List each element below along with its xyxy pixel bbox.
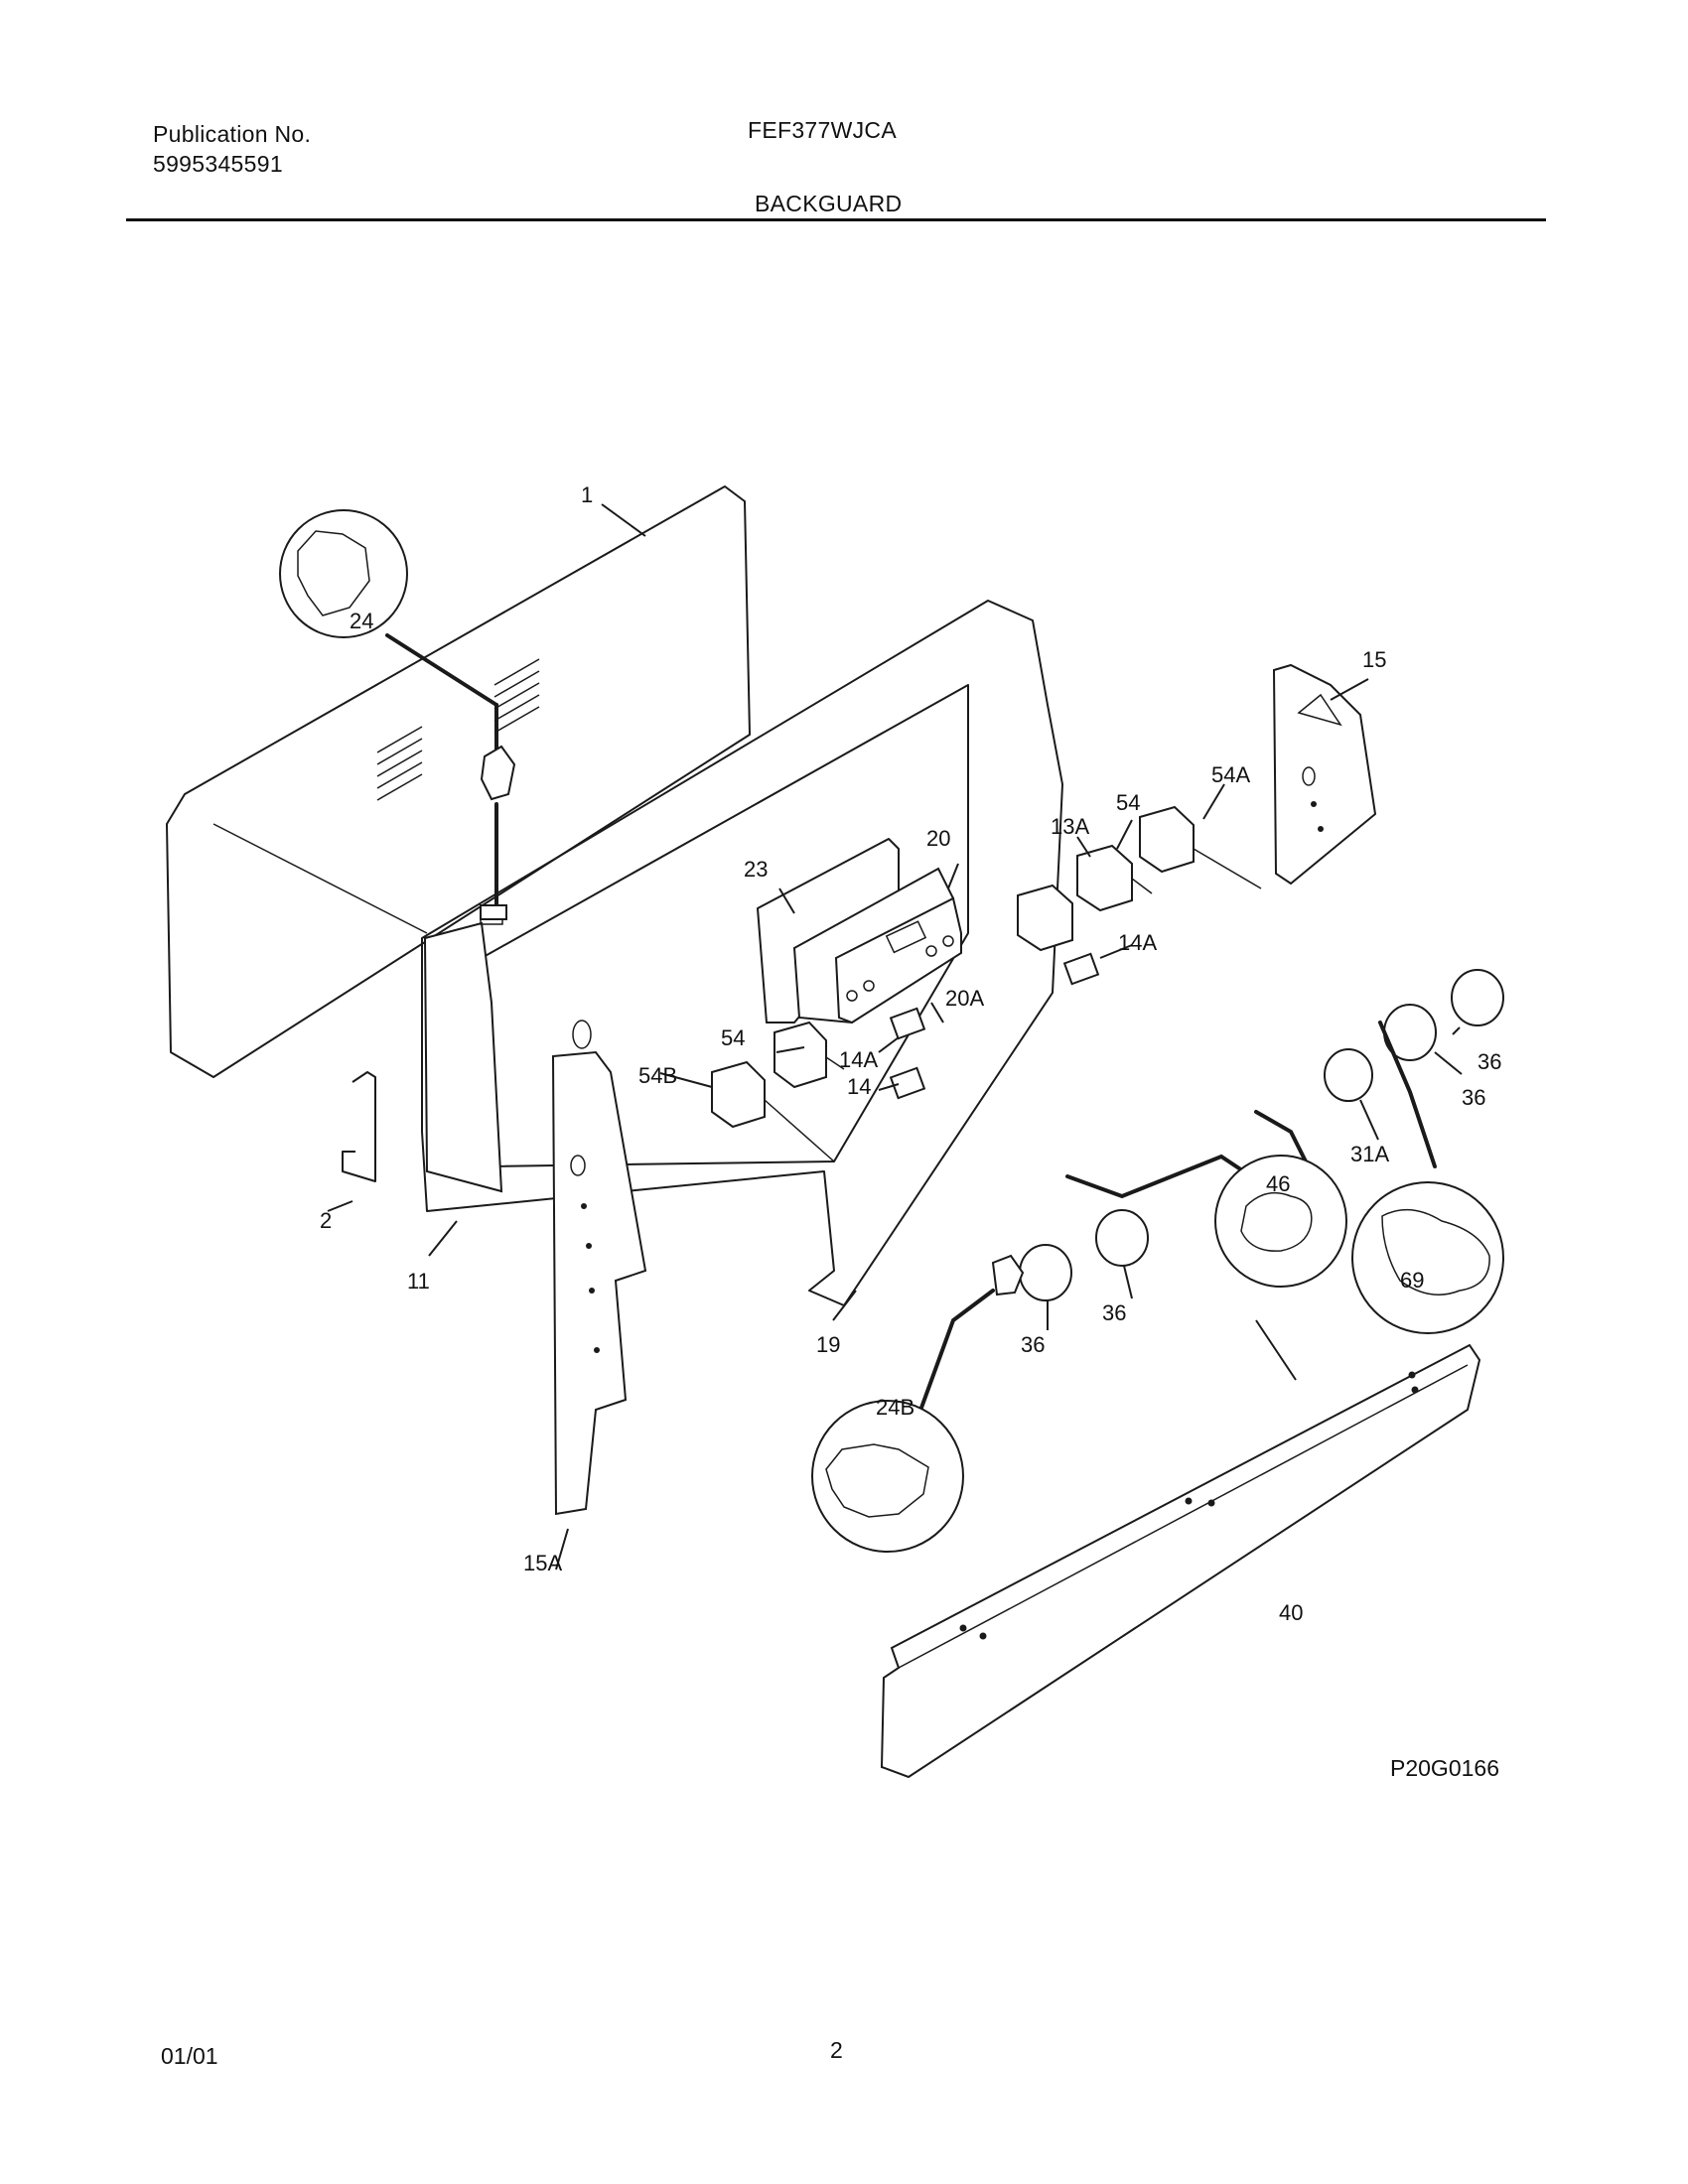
callout-54B: 54B: [638, 1063, 677, 1088]
publication-label: Publication No.: [153, 121, 312, 147]
detail-circle-24: [279, 509, 408, 638]
callout-54A: 54A: [1211, 762, 1250, 787]
callout-14A-right: 14A: [1118, 930, 1157, 955]
detail-circle-46: [1214, 1155, 1347, 1288]
vent-slots-left: [376, 726, 423, 801]
part-54-switch-right: [1076, 844, 1153, 912]
callout-19: 19: [816, 1332, 840, 1357]
harness-connector: [991, 1254, 1025, 1297]
callout-13A: 13A: [1051, 814, 1089, 839]
part-31A-lens: [1324, 1048, 1373, 1102]
page-number: 2: [830, 2037, 843, 2063]
callout-40: 40: [1279, 1600, 1303, 1625]
panel-hole: [572, 1020, 592, 1049]
publication-number: 5995345591: [153, 151, 283, 177]
callout-36-b: 36: [1462, 1085, 1485, 1110]
callout-54-right: 54: [1116, 790, 1140, 815]
callout-24B: 24B: [876, 1395, 914, 1420]
part-40-trim-strip: [880, 1343, 1481, 1779]
callout-36-a: 36: [1477, 1049, 1501, 1074]
callout-36-d: 36: [1021, 1332, 1045, 1357]
callout-24: 24: [350, 609, 373, 633]
part-54B-switch: [711, 1060, 835, 1162]
knob: [1451, 969, 1504, 1026]
section-title: BACKGUARD: [755, 191, 903, 216]
wire-harness-24: [385, 633, 516, 920]
detail-circle-24B: [811, 1400, 964, 1553]
model-number: FEF377WJCA: [748, 117, 897, 143]
part-54-switch-left: [774, 1021, 845, 1089]
callout-69: 69: [1400, 1268, 1424, 1293]
callout-1: 1: [581, 482, 593, 507]
part-54A-switch: [1139, 805, 1262, 889]
callout-54-left: 54: [721, 1025, 745, 1050]
callout-36-c: 36: [1102, 1300, 1126, 1325]
callout-31A: 31A: [1350, 1142, 1389, 1166]
part-15-right-bracket: [1272, 663, 1377, 886]
callout-11: 11: [407, 1269, 430, 1294]
knob: [1019, 1244, 1072, 1301]
harness-plug: [480, 904, 507, 920]
callout-labels: 1 2 11 13A 14 14A 14A 15 15A 19 20 20A 2…: [320, 482, 1501, 1625]
callout-15A: 15A: [523, 1551, 562, 1575]
part-14-switch: [889, 1066, 926, 1100]
part-15A-left-bracket: [551, 1050, 647, 1516]
footer-date: 01/01: [161, 2043, 218, 2069]
part-14A-switch-right: [1062, 952, 1100, 986]
harness-connector: [480, 745, 516, 801]
callout-23: 23: [744, 857, 768, 882]
wire-harness-24B: [912, 1254, 1025, 1432]
callout-15: 15: [1362, 647, 1386, 672]
callout-14A-left: 14A: [839, 1047, 878, 1072]
knob: [1095, 1209, 1149, 1267]
detail-circle-69: [1351, 1181, 1504, 1334]
header-rule: [126, 218, 1546, 221]
part-2-lower-bracket: [342, 1071, 376, 1182]
part-14A-switch-left: [889, 1007, 926, 1040]
callout-14: 14: [847, 1074, 871, 1099]
wire-harness-69: [1378, 1021, 1437, 1168]
callout-20A: 20A: [945, 986, 984, 1011]
part-13A-switch: [1017, 884, 1073, 952]
figure-code: P20G0166: [1390, 1755, 1499, 1781]
callout-46: 46: [1266, 1171, 1290, 1196]
vent-slots-right: [493, 658, 540, 734]
part-20A-overlay: [834, 896, 962, 1024]
callout-2: 2: [320, 1208, 332, 1233]
leader-lines: [327, 503, 1463, 1570]
callout-20: 20: [926, 826, 950, 851]
